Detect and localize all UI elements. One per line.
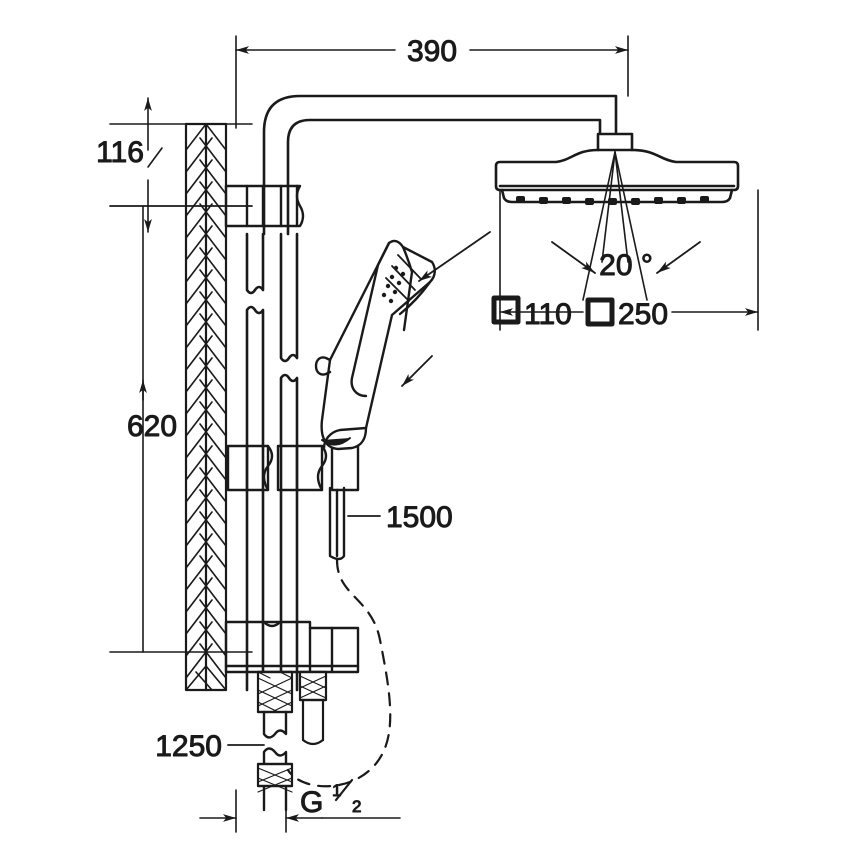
dimension-thread-g-half	[199, 789, 401, 833]
dimension-620	[109, 205, 253, 653]
head-shower	[494, 132, 740, 205]
riser-pipe	[245, 232, 299, 692]
knurled-nut-lower	[256, 762, 294, 793]
thread-g-label: G	[300, 786, 323, 819]
dimension-116-tick	[147, 147, 163, 168]
callout-1500-label: 1500	[386, 501, 453, 534]
dimension-110-square-symbol	[491, 295, 521, 325]
spray-cone-lines	[582, 151, 648, 301]
dimension-20-degrees	[551, 241, 701, 274]
dimension-110-label: 110	[524, 298, 572, 331]
hand-shower-nozzle-dots	[381, 265, 406, 304]
thread-numerator: 1	[332, 781, 341, 800]
dimension-110	[401, 231, 491, 387]
slider-bracket	[226, 444, 360, 492]
dimension-390-label: 390	[407, 35, 457, 68]
hand-shower	[314, 239, 436, 451]
hose-connector-stub	[328, 486, 346, 561]
dimension-250	[499, 189, 759, 331]
callout-1250-label: 1250	[155, 730, 222, 763]
wall-section	[184, 122, 228, 692]
dimension-250-label: 250	[618, 298, 668, 331]
head-shower-nozzles	[516, 196, 709, 205]
shower-hose-lower	[262, 710, 288, 812]
dimension-20-label: 20 °	[599, 249, 653, 282]
dimension-390	[235, 35, 629, 129]
hand-shower-handle-end	[321, 437, 351, 446]
knurled-nut-upper	[256, 670, 294, 714]
shower-arm	[262, 94, 618, 236]
dimension-250-square-symbol	[585, 297, 615, 327]
dimension-620-label: 620	[127, 410, 177, 443]
knurled-nut-side	[298, 670, 328, 746]
thread-denominator: 2	[352, 797, 361, 816]
thread-label-group: G 1 2	[300, 778, 362, 820]
shower-hose-dashed	[286, 558, 392, 788]
dimension-116-label: 116	[96, 136, 144, 169]
